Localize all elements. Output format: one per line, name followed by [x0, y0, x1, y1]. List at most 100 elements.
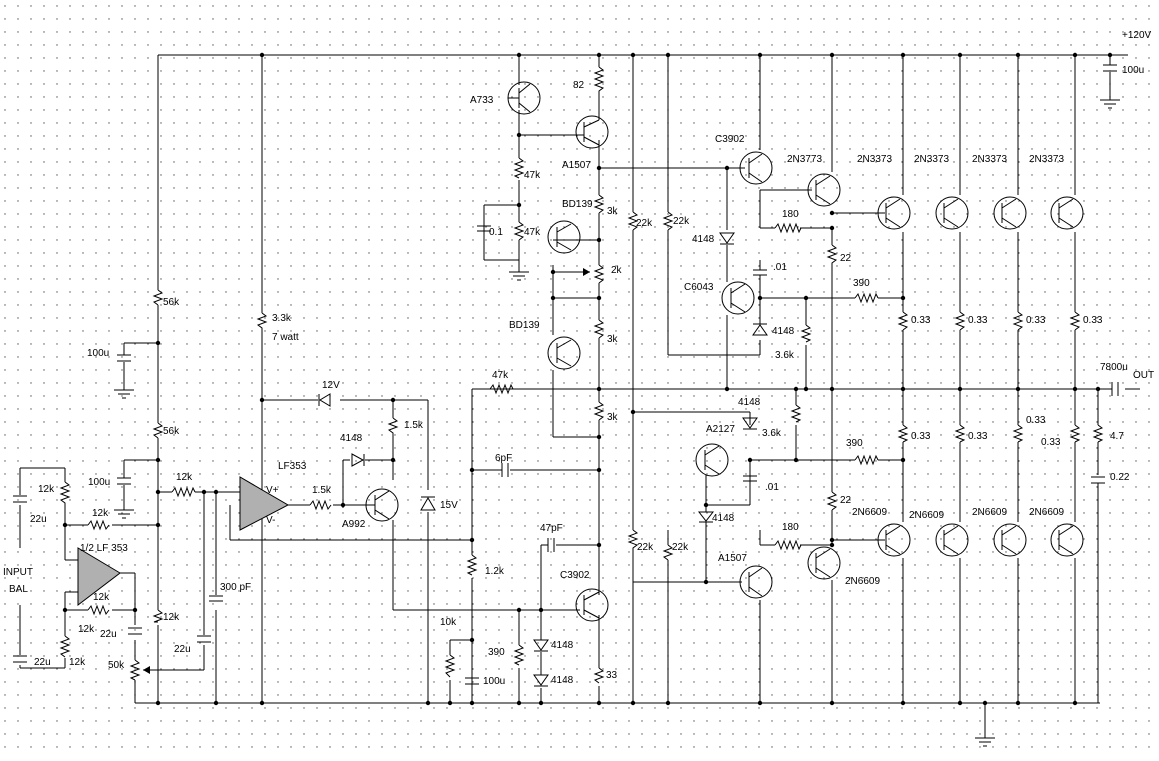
r-33k-label: 3.3k — [272, 313, 292, 324]
q-bd139-b-label: BD139 — [509, 320, 540, 331]
q-2n6609-4-label: 2N6609 — [1029, 507, 1064, 518]
r-12k-d-label: 12k — [93, 592, 110, 603]
q-a2127-label: A2127 — [706, 424, 735, 435]
capacitors — [13, 64, 1119, 685]
r-33-label: 33 — [606, 670, 618, 681]
r-36k-a-label: 3.6k — [775, 350, 795, 361]
d-12v-label: 12V — [322, 380, 340, 391]
opamp2-vplus: V+ — [266, 485, 279, 496]
vplus-label: +120V — [1122, 30, 1152, 41]
resistors — [59, 66, 1104, 684]
d-4148-b-label: 4148 — [772, 326, 795, 337]
opamp2-label: LF353 — [278, 461, 307, 472]
c-47pf-label: 47pF — [540, 523, 563, 534]
d-15v-label: 15V — [440, 500, 458, 511]
r-033-5-label: 0.33 — [911, 431, 931, 442]
r-033-6-label: 0.33 — [968, 431, 988, 442]
r-47-label: 4.7 — [1110, 431, 1124, 442]
r-390-bot-label: 390 — [488, 647, 505, 658]
q-2n6609-1-label: 2N6609 — [852, 507, 887, 518]
r-12k-e-label: 12k — [78, 624, 95, 635]
r-15k-a-label: 1.5k — [404, 420, 424, 431]
transistors — [365, 81, 1084, 622]
c-01-b-label: .01 — [765, 482, 779, 493]
q-c3902-bot-label: C3902 — [560, 570, 590, 581]
horizontal-wires — [20, 134, 903, 671]
d-4148-f-label: 4148 — [551, 675, 574, 686]
opamp-half-lf353 — [77, 547, 121, 607]
r-47k-a-label: 47k — [524, 170, 541, 181]
q-2n3373-1-label: 2N3373 — [857, 154, 892, 165]
q-bd139-a-label: BD139 — [562, 199, 593, 210]
c-22u-b-label: 22u — [100, 629, 117, 640]
c-100u-bot-label: 100u — [483, 676, 505, 687]
c-100u-b-label: 100u — [88, 477, 110, 488]
r-033-4-label: 0.33 — [1083, 315, 1103, 326]
q-a1507-bot-label: A1507 — [718, 553, 747, 564]
q-2n6609-3-label: 2N6609 — [972, 507, 1007, 518]
r-033-1-label: 0.33 — [911, 315, 931, 326]
r-033-7-label: 0.33 — [1026, 415, 1046, 426]
q-2n3773-label: 2N3773 — [787, 154, 822, 165]
r-10k-label: 10k — [440, 617, 457, 628]
r-15k-b-label: 1.5k — [312, 485, 332, 496]
r-47k-fb-label: 47k — [492, 370, 509, 381]
r-12k-c-label: 12k — [176, 472, 193, 483]
r-180-top-label: 180 — [782, 209, 799, 220]
c-300pf-label: 300 pF — [220, 582, 251, 593]
r-22k-f-label: 22k — [672, 542, 689, 553]
r-12k-mid-label: 1.2k — [485, 566, 505, 577]
r-50k-label: 50k — [108, 660, 125, 671]
bal-label: BAL — [9, 584, 28, 595]
q-2n3373-2-label: 2N3373 — [914, 154, 949, 165]
c-7800u-label: 7800u — [1100, 362, 1128, 373]
q-2n3373-3-label: 2N3373 — [972, 154, 1007, 165]
c-100u-top-label: 100u — [1122, 65, 1144, 76]
r-22k-a-label: 22k — [636, 218, 653, 229]
r-56k-b-label: 56k — [163, 426, 180, 437]
r-7watt-label: 7 watt — [272, 332, 299, 343]
d-4148-e-label: 4148 — [551, 640, 574, 651]
c-6pf-label: 6pF — [495, 453, 512, 464]
q-c3902-top-label: C3902 — [715, 134, 745, 145]
d-4148-d-label: 4148 — [738, 397, 761, 408]
labels: +120V OUT INPUT BAL 1/2 LF 353 LF353 V+ … — [3, 30, 1154, 687]
input-label: INPUT — [3, 567, 33, 578]
r-2k-label: 2k — [611, 265, 623, 276]
r-22k-b-label: 22k — [673, 216, 690, 227]
r-033-8-label: 0.33 — [1041, 437, 1061, 448]
r-22k-e-label: 22k — [637, 542, 654, 553]
q-a733-label: A733 — [470, 95, 494, 106]
r-47k-b-label: 47k — [524, 227, 541, 238]
diodes — [318, 232, 768, 687]
r-3k-b-label: 3k — [607, 334, 619, 345]
c-100u-a-label: 100u — [87, 348, 109, 359]
q-2n3373-4-label: 2N3373 — [1029, 154, 1064, 165]
r-12k-b-label: 12k — [92, 508, 109, 519]
ground-symbols — [114, 99, 1120, 747]
c-022-label: 0.22 — [1110, 472, 1130, 483]
r-3k-c-label: 3k — [607, 412, 619, 423]
r-12k-a-label: 12k — [38, 484, 55, 495]
r-390-top-label: 390 — [853, 278, 870, 289]
c-22u-d-label: 22u — [34, 657, 51, 668]
opamp2-vminus: V- — [266, 515, 275, 526]
r-180-bot-label: 180 — [782, 522, 799, 533]
q-2n6609-a-label: 2N6609 — [845, 576, 880, 587]
d-4148-c-label: 4148 — [340, 433, 363, 444]
q-a992-label: A992 — [342, 519, 366, 530]
d-4148-a-label: 4148 — [692, 234, 715, 245]
r-56k-a-label: 56k — [163, 297, 180, 308]
c-01-a-label: .01 — [773, 262, 787, 273]
r-82-label: 82 — [573, 80, 585, 91]
r-390-mid-label: 390 — [846, 438, 863, 449]
r-22-top-label: 22 — [840, 253, 852, 264]
r-3k-a-label: 3k — [607, 206, 619, 217]
vertical-wires — [19, 55, 1111, 738]
c-01-label: 0.1 — [489, 227, 503, 238]
d-4148-g-label: 4148 — [712, 513, 735, 524]
c-22u-c-label: 22u — [174, 644, 191, 655]
junction-dots — [62, 52, 1113, 706]
